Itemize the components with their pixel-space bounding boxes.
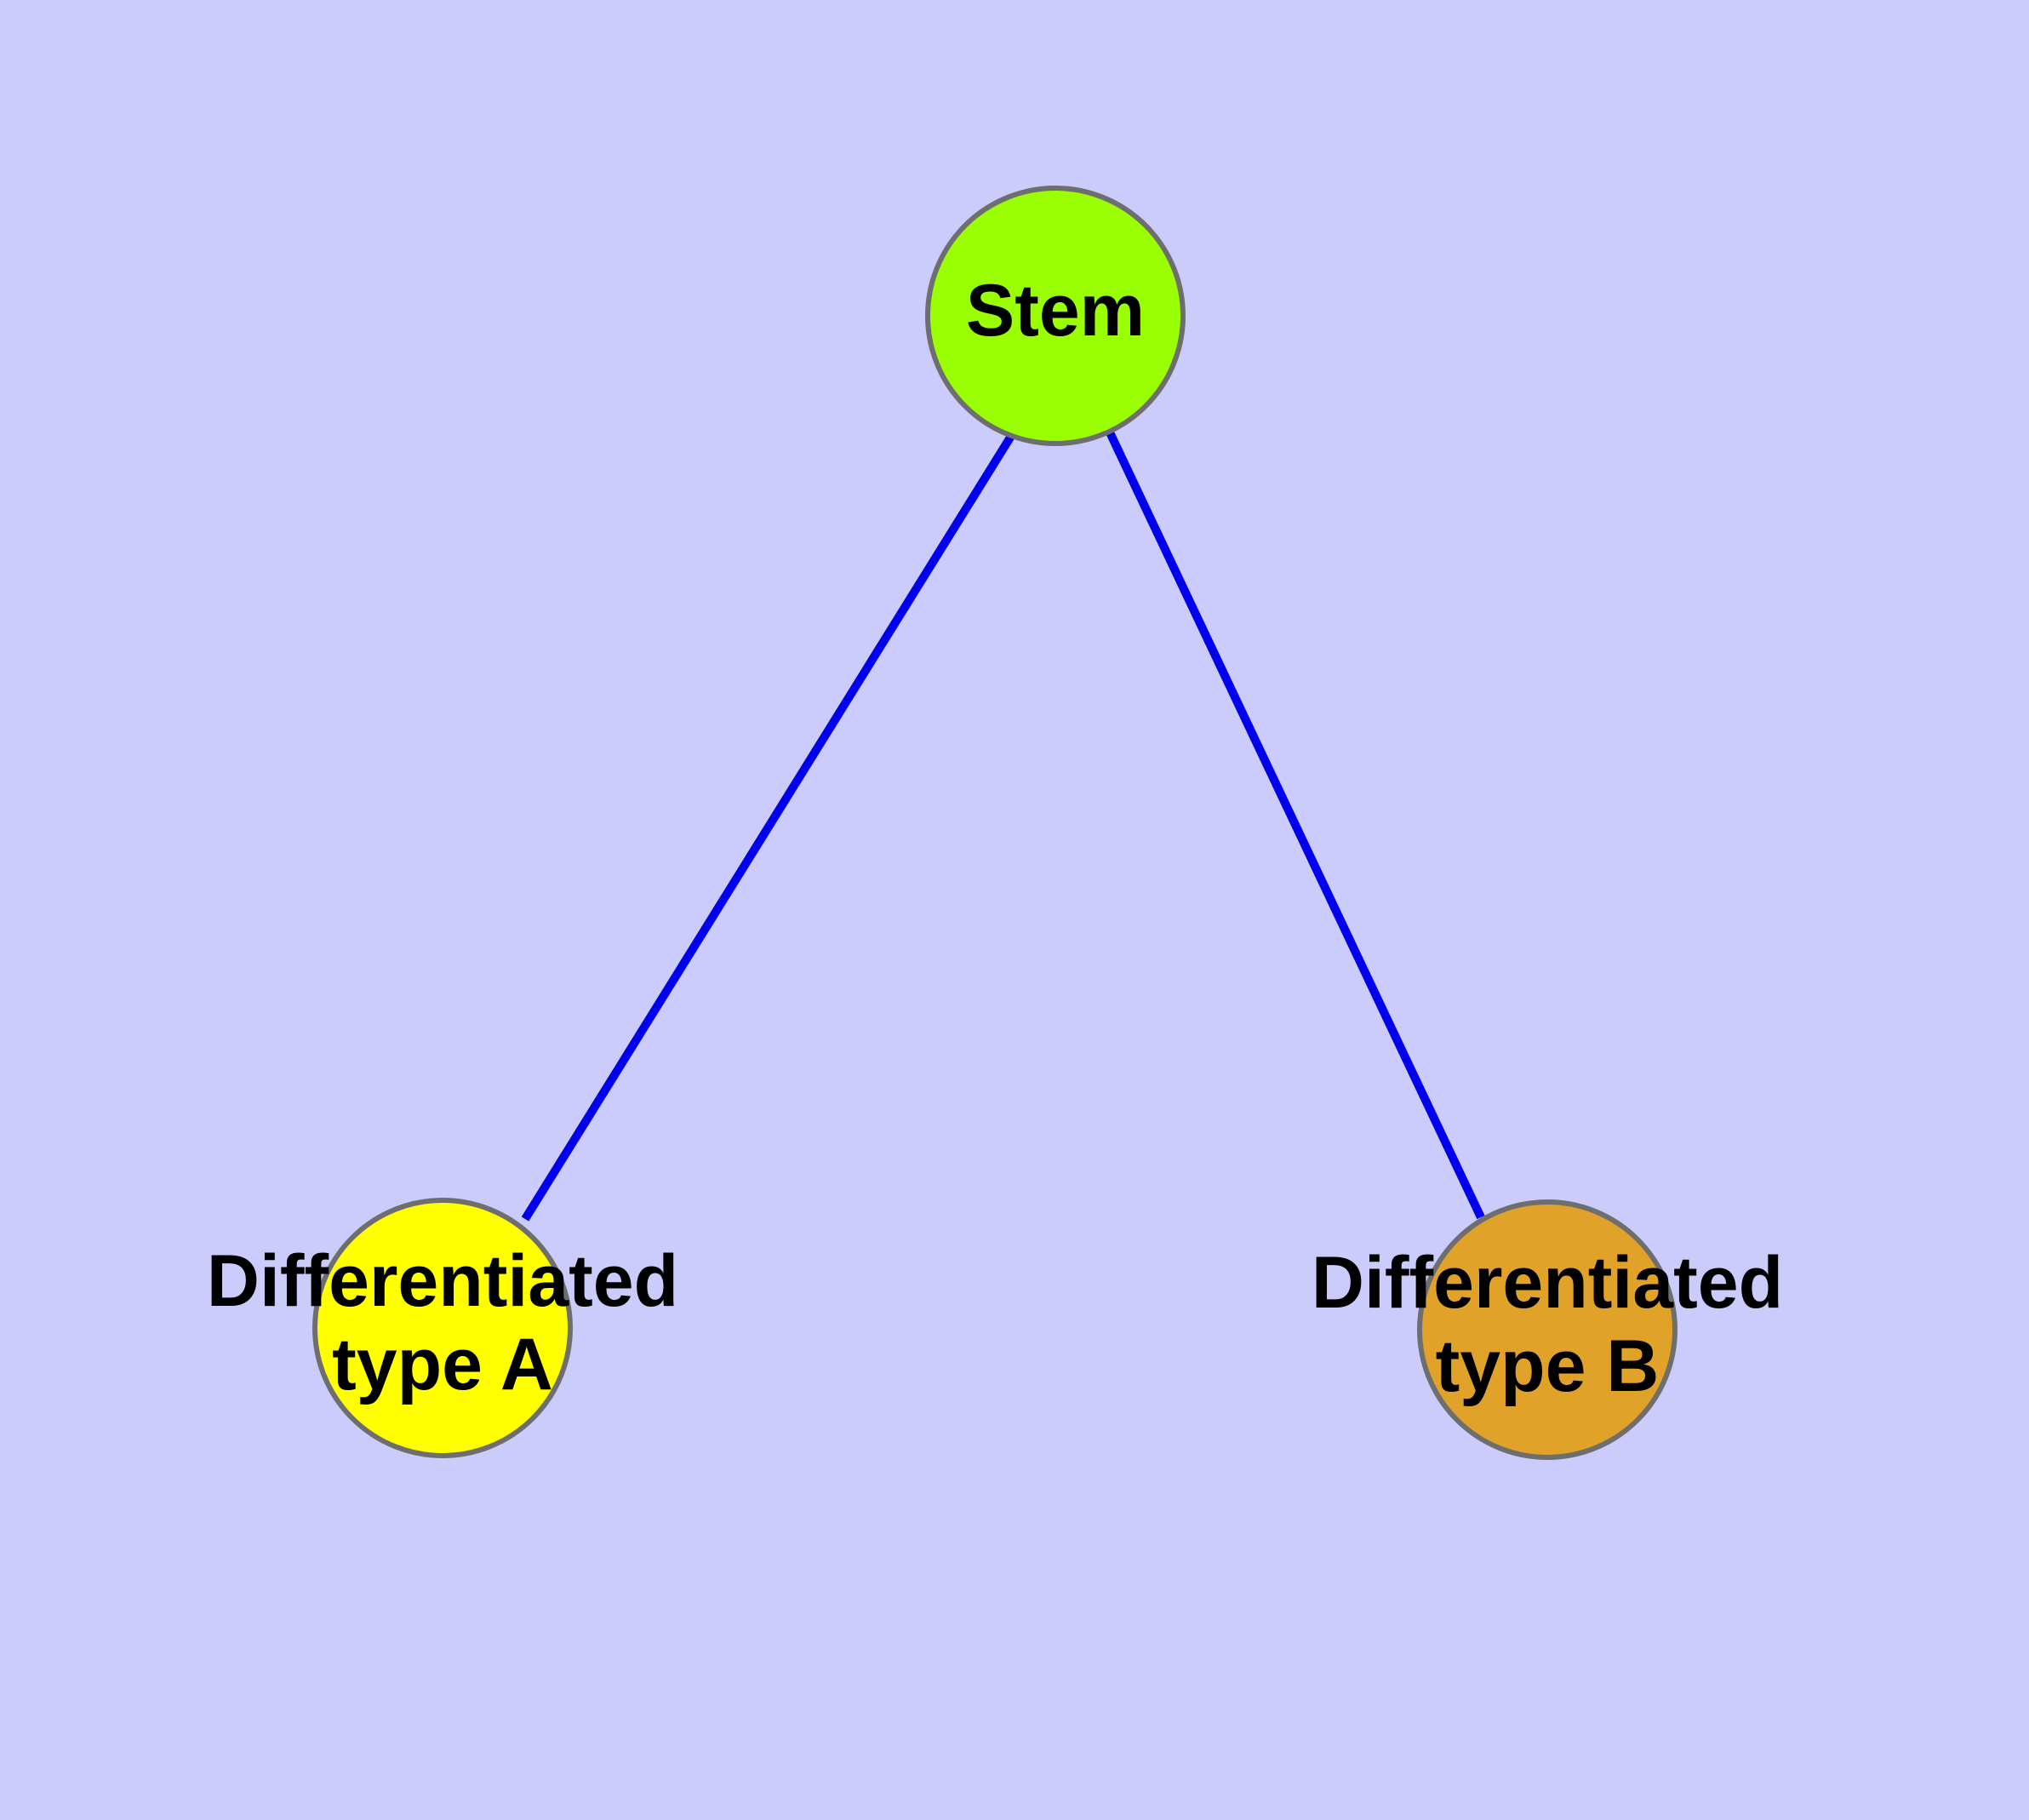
node-label-line: Differentiated [207,1240,678,1322]
edges-group [521,430,1485,1222]
node-label-line: type B [1436,1325,1660,1407]
nodes-group [312,186,1677,1460]
node-stem[interactable] [925,186,1186,446]
node-differentiated-type-a[interactable] [312,1198,573,1458]
edge-stem-to-diff-a[interactable] [521,431,1017,1222]
node-label-line: Differentiated [1312,1242,1783,1324]
node-label-stem: Stem [966,270,1145,352]
edge-stem-to-diff-b[interactable] [1106,430,1485,1220]
node-differentiated-type-b[interactable] [1417,1199,1677,1460]
node-label-line: Stem [966,270,1145,352]
node-label-line: type A [332,1324,553,1405]
